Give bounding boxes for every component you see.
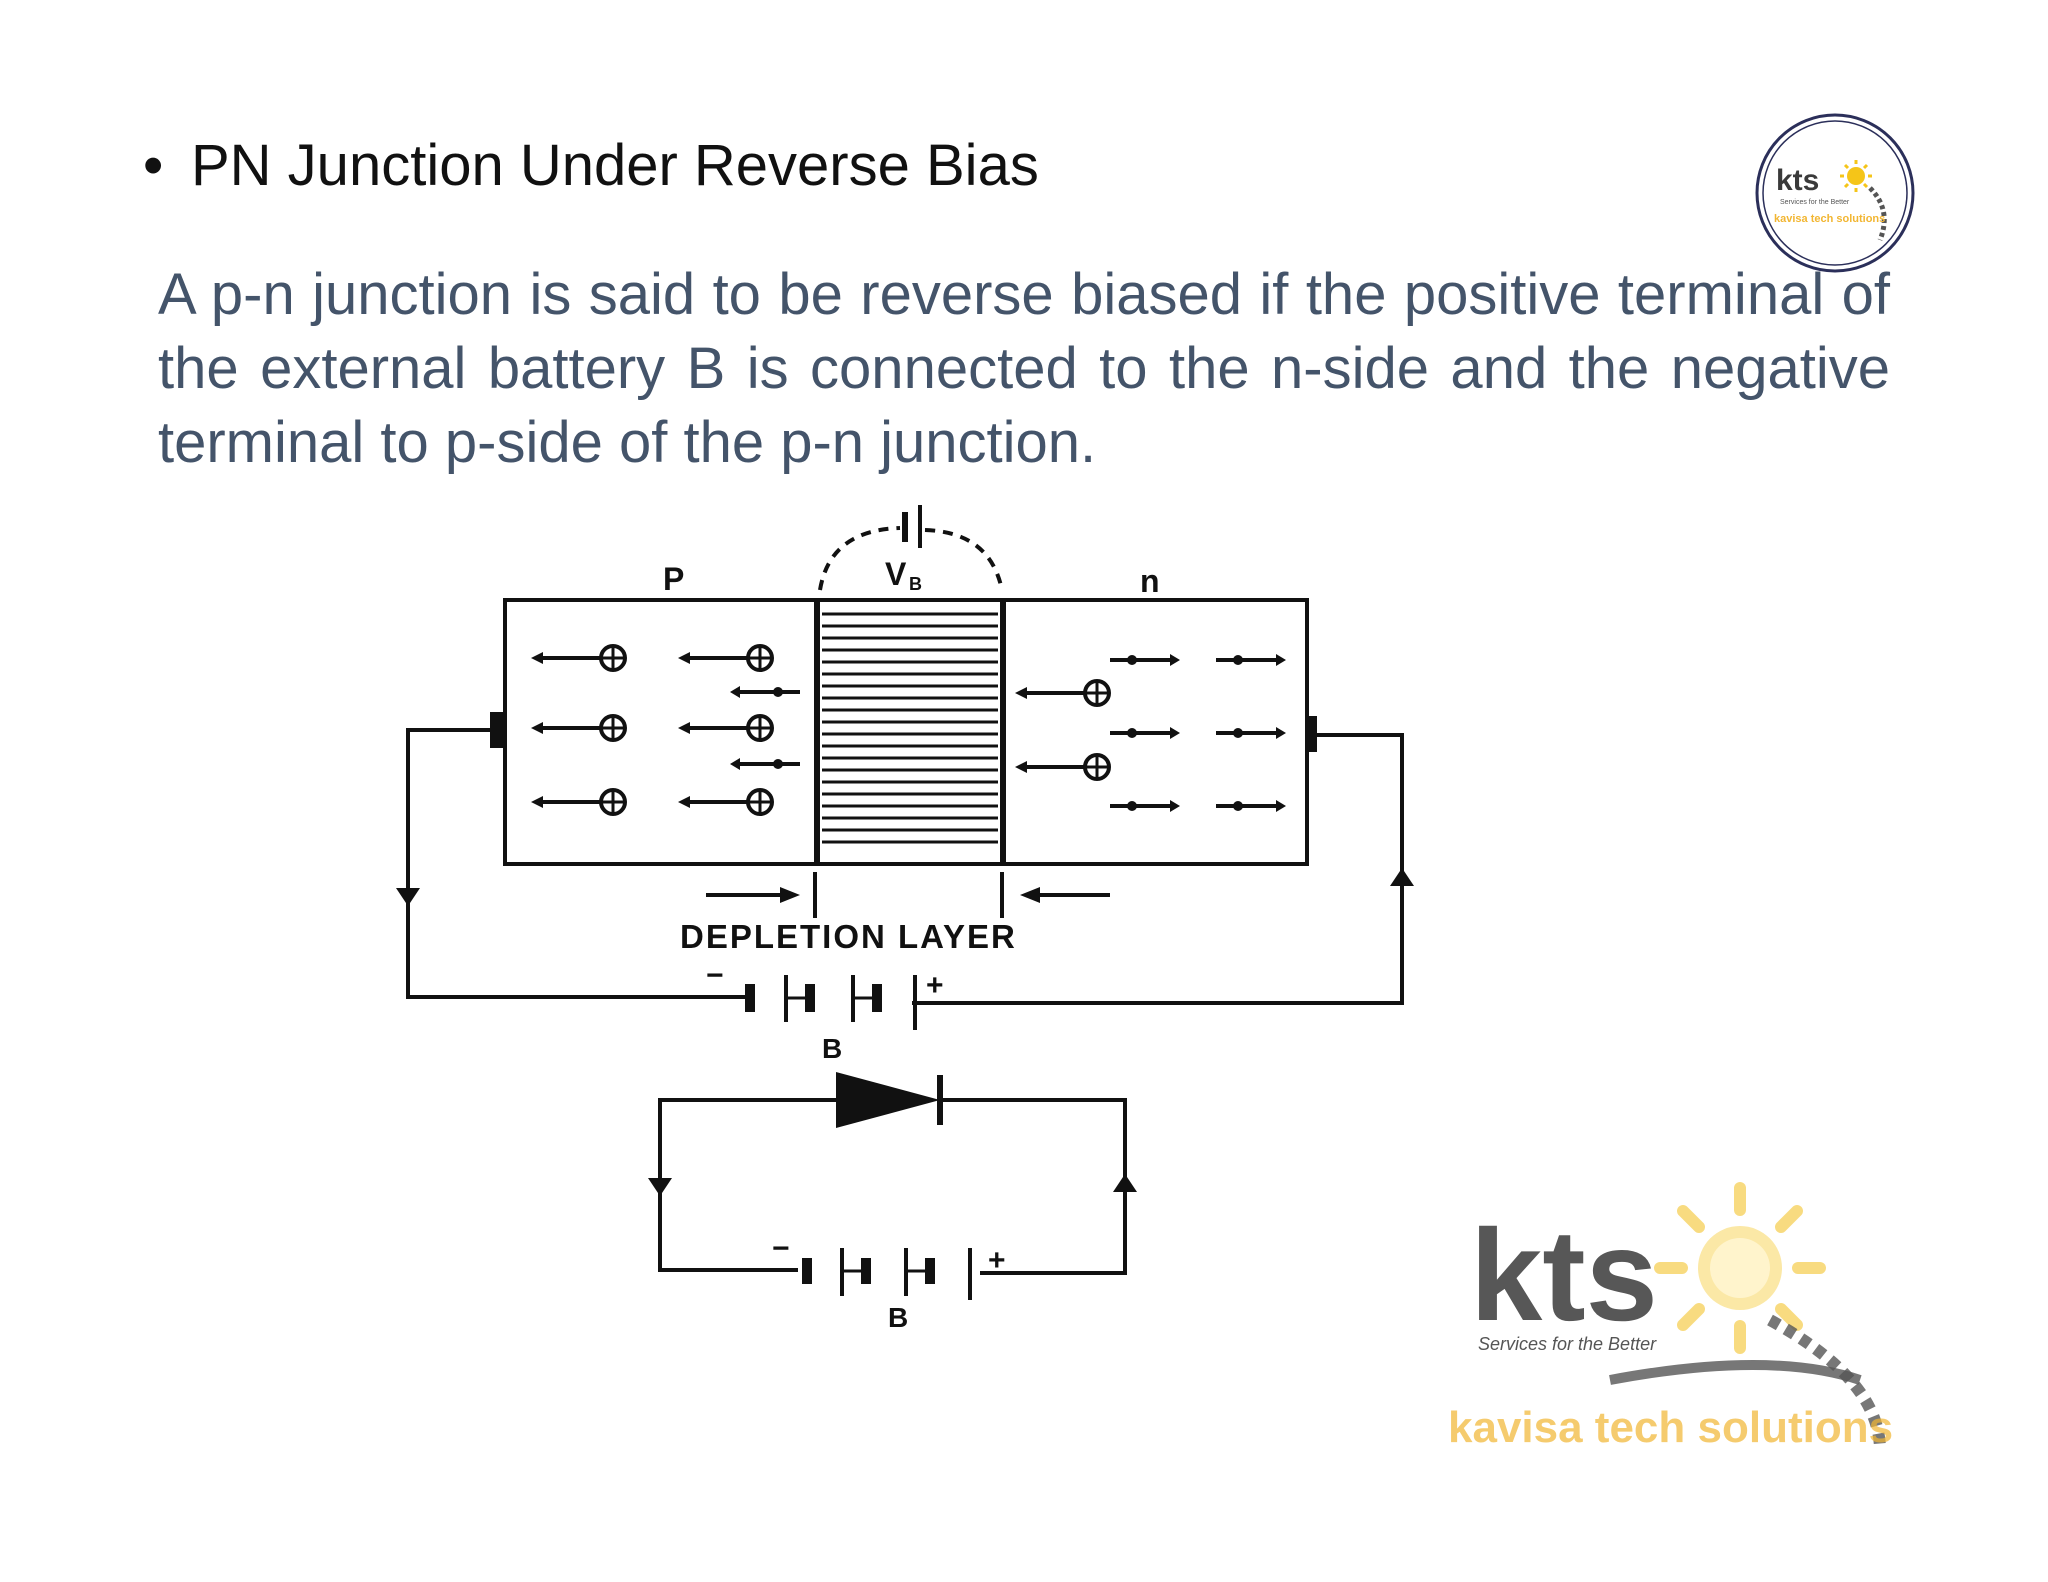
- p-contact: [490, 712, 505, 748]
- battery-minus: −: [706, 959, 724, 992]
- hole-carrier: [678, 714, 774, 742]
- depletion-width-arrows: [706, 872, 1110, 918]
- battery2-plus: +: [988, 1244, 1006, 1277]
- current-arrow-down: [396, 888, 420, 906]
- vb-subscript: B: [909, 574, 922, 594]
- heading-text: PN Junction Under Reverse Bias: [191, 133, 1039, 198]
- charge-carriers: [531, 644, 1286, 816]
- hole-carrier: [1015, 679, 1111, 707]
- diode-current-arrow-down: [648, 1178, 672, 1196]
- battery-label: B: [822, 1033, 842, 1064]
- barrier-potential-arc: [818, 505, 1004, 591]
- hole-carrier: [1015, 753, 1111, 781]
- sun-icon: [1654, 1182, 1826, 1354]
- electron-carrier: [1216, 727, 1286, 739]
- depletion-layer-label: DEPLETION LAYER: [680, 918, 1017, 955]
- logo-large-tagline: Services for the Better: [1478, 1334, 1657, 1354]
- paragraph: A p-n junction is said to be reverse bia…: [158, 262, 1890, 475]
- electron-carrier: [1110, 654, 1180, 666]
- battery-b: [745, 975, 917, 1030]
- electron-carrier: [1216, 654, 1286, 666]
- logo-small-tagline: Services for the Better: [1780, 199, 1850, 206]
- logo-small-text: kts: [1776, 164, 1819, 197]
- diode-current-arrow-up: [1113, 1174, 1137, 1192]
- hole-carrier: [531, 644, 627, 672]
- depletion-arrow-left: [1020, 887, 1040, 903]
- sun-icon: [1840, 160, 1872, 192]
- electron-carrier: [730, 686, 800, 698]
- battery2-label: B: [888, 1302, 908, 1333]
- kts-logo-large: kts Services for the Better kavisa tech …: [1448, 1182, 1893, 1452]
- electron-carrier: [1216, 800, 1286, 812]
- depletion-arrow-right: [780, 887, 800, 903]
- electron-carrier: [1110, 800, 1180, 812]
- depletion-hatching: [822, 612, 998, 844]
- hole-carrier: [678, 788, 774, 816]
- logo-small-company: kavisa tech solutions: [1774, 213, 1885, 225]
- diode-symbol: [836, 1072, 940, 1128]
- n-contact: [1305, 716, 1317, 752]
- kts-logo-small: kts Services for the Better kavisa tech …: [1755, 113, 1915, 273]
- vb-label: V: [885, 556, 907, 592]
- electron-carrier: [730, 758, 800, 770]
- p-label: P: [663, 561, 684, 597]
- logo-large-company: kavisa tech solutions: [1448, 1403, 1893, 1452]
- bullet: •: [143, 133, 164, 198]
- battery-plus: +: [926, 969, 944, 1002]
- logo-large-text: kts: [1470, 1202, 1658, 1348]
- hole-carrier: [531, 714, 627, 742]
- electron-carrier: [1110, 727, 1180, 739]
- battery2-minus: −: [772, 1232, 790, 1265]
- hole-carrier: [678, 644, 774, 672]
- hole-carrier: [531, 788, 627, 816]
- battery-b-2: [802, 1248, 972, 1300]
- n-label: n: [1140, 563, 1160, 599]
- current-arrow-up: [1390, 868, 1414, 886]
